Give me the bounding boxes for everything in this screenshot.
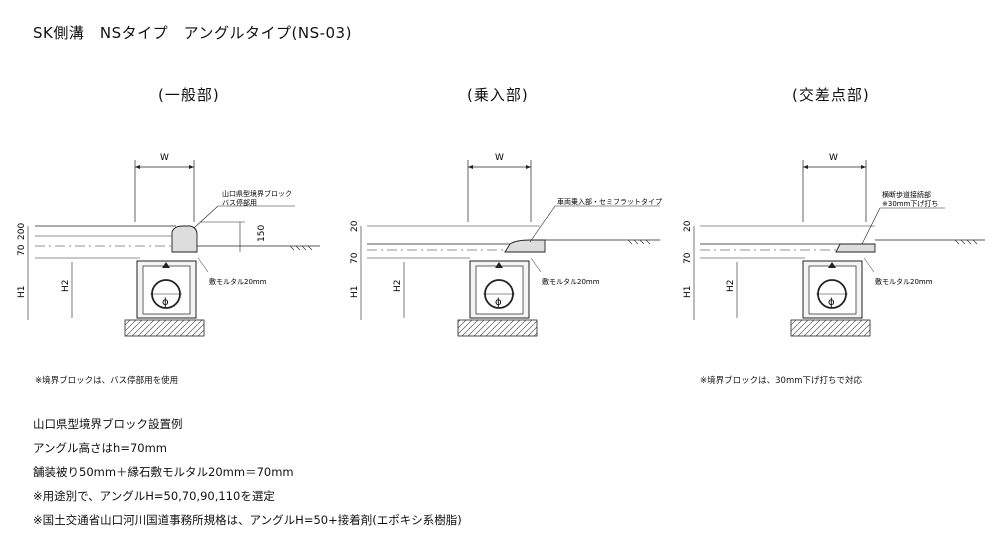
callout-line-2: バス停部用 [222,198,257,207]
phi-label: ϕ [162,297,169,308]
section-title-intersection: (交差点部) [792,86,870,104]
phi-label: ϕ [495,297,502,308]
section-general-drawing: W 山口県型境界ブロック バス停部用 150 ϕ 敷モルタル20mm [17,153,320,337]
mortar-label: 敷モルタル20mm [875,277,933,286]
w-dim-label: W [160,153,169,163]
spec-line-5: ※国土交通省山口河川国道事務所規格は、アングルH=50+接着剤(エポキシ系樹脂) [33,513,462,527]
dim-200: 200 [17,223,27,240]
dim-70: 70 [683,252,693,264]
dim-20: 20 [350,220,360,232]
section-intersection-drawing: W 横断歩道接続部 ※30mm下げ打ち ϕ 敷モルタル20mm 70 20 H1… [683,153,985,337]
dim-70: 70 [17,244,27,256]
callout-line-1: 横断歩道接続部 [882,190,931,199]
page-title: SK側溝 NSタイプ アングルタイプ(NS-03) [33,24,352,42]
dim-20: 20 [683,220,693,232]
dim-h2: H2 [61,280,71,293]
mortar-label: 敷モルタル20mm [542,277,600,286]
section-title-driveway: (乗入部) [467,86,529,104]
section-driveway-drawing: W 車両乗入部・セミフラットタイプ ϕ 敷モルタル20mm 70 20 H1 H… [350,153,662,337]
w-dim-label: W [829,153,838,163]
dim-70: 70 [350,252,360,264]
section-title-general: (一般部) [158,86,220,104]
note-right: ※境界ブロックは、30mm下げ打ちで対応 [700,376,862,386]
spec-line-1: 山口県型境界ブロック設置例 [33,417,183,431]
spec-line-4: ※用途別で、アングルH=50,70,90,110を選定 [33,489,275,503]
callout-line-1: 車両乗入部・セミフラットタイプ [557,197,662,206]
mortar-label: 敷モルタル20mm [209,277,267,286]
w-dim-label: W [495,153,504,163]
dim-h1: H1 [17,286,27,299]
note-left: ※境界ブロックは、バス停部用を使用 [35,376,179,386]
callout-line-2: ※30mm下げ打ち [882,199,938,208]
dim-h1: H1 [683,286,693,299]
callout-line-1: 山口県型境界ブロック [222,189,292,198]
dim-h1: H1 [350,286,360,299]
spec-line-2: アングル高さはh=70mm [33,441,168,455]
phi-label: ϕ [828,297,835,308]
dim-h2: H2 [726,280,736,293]
spec-line-3: 舗装被り50mm＋縁石敷モルタル20mm＝70mm [33,465,294,479]
curb-height-label: 150 [257,225,267,242]
dim-h2: H2 [393,280,403,293]
